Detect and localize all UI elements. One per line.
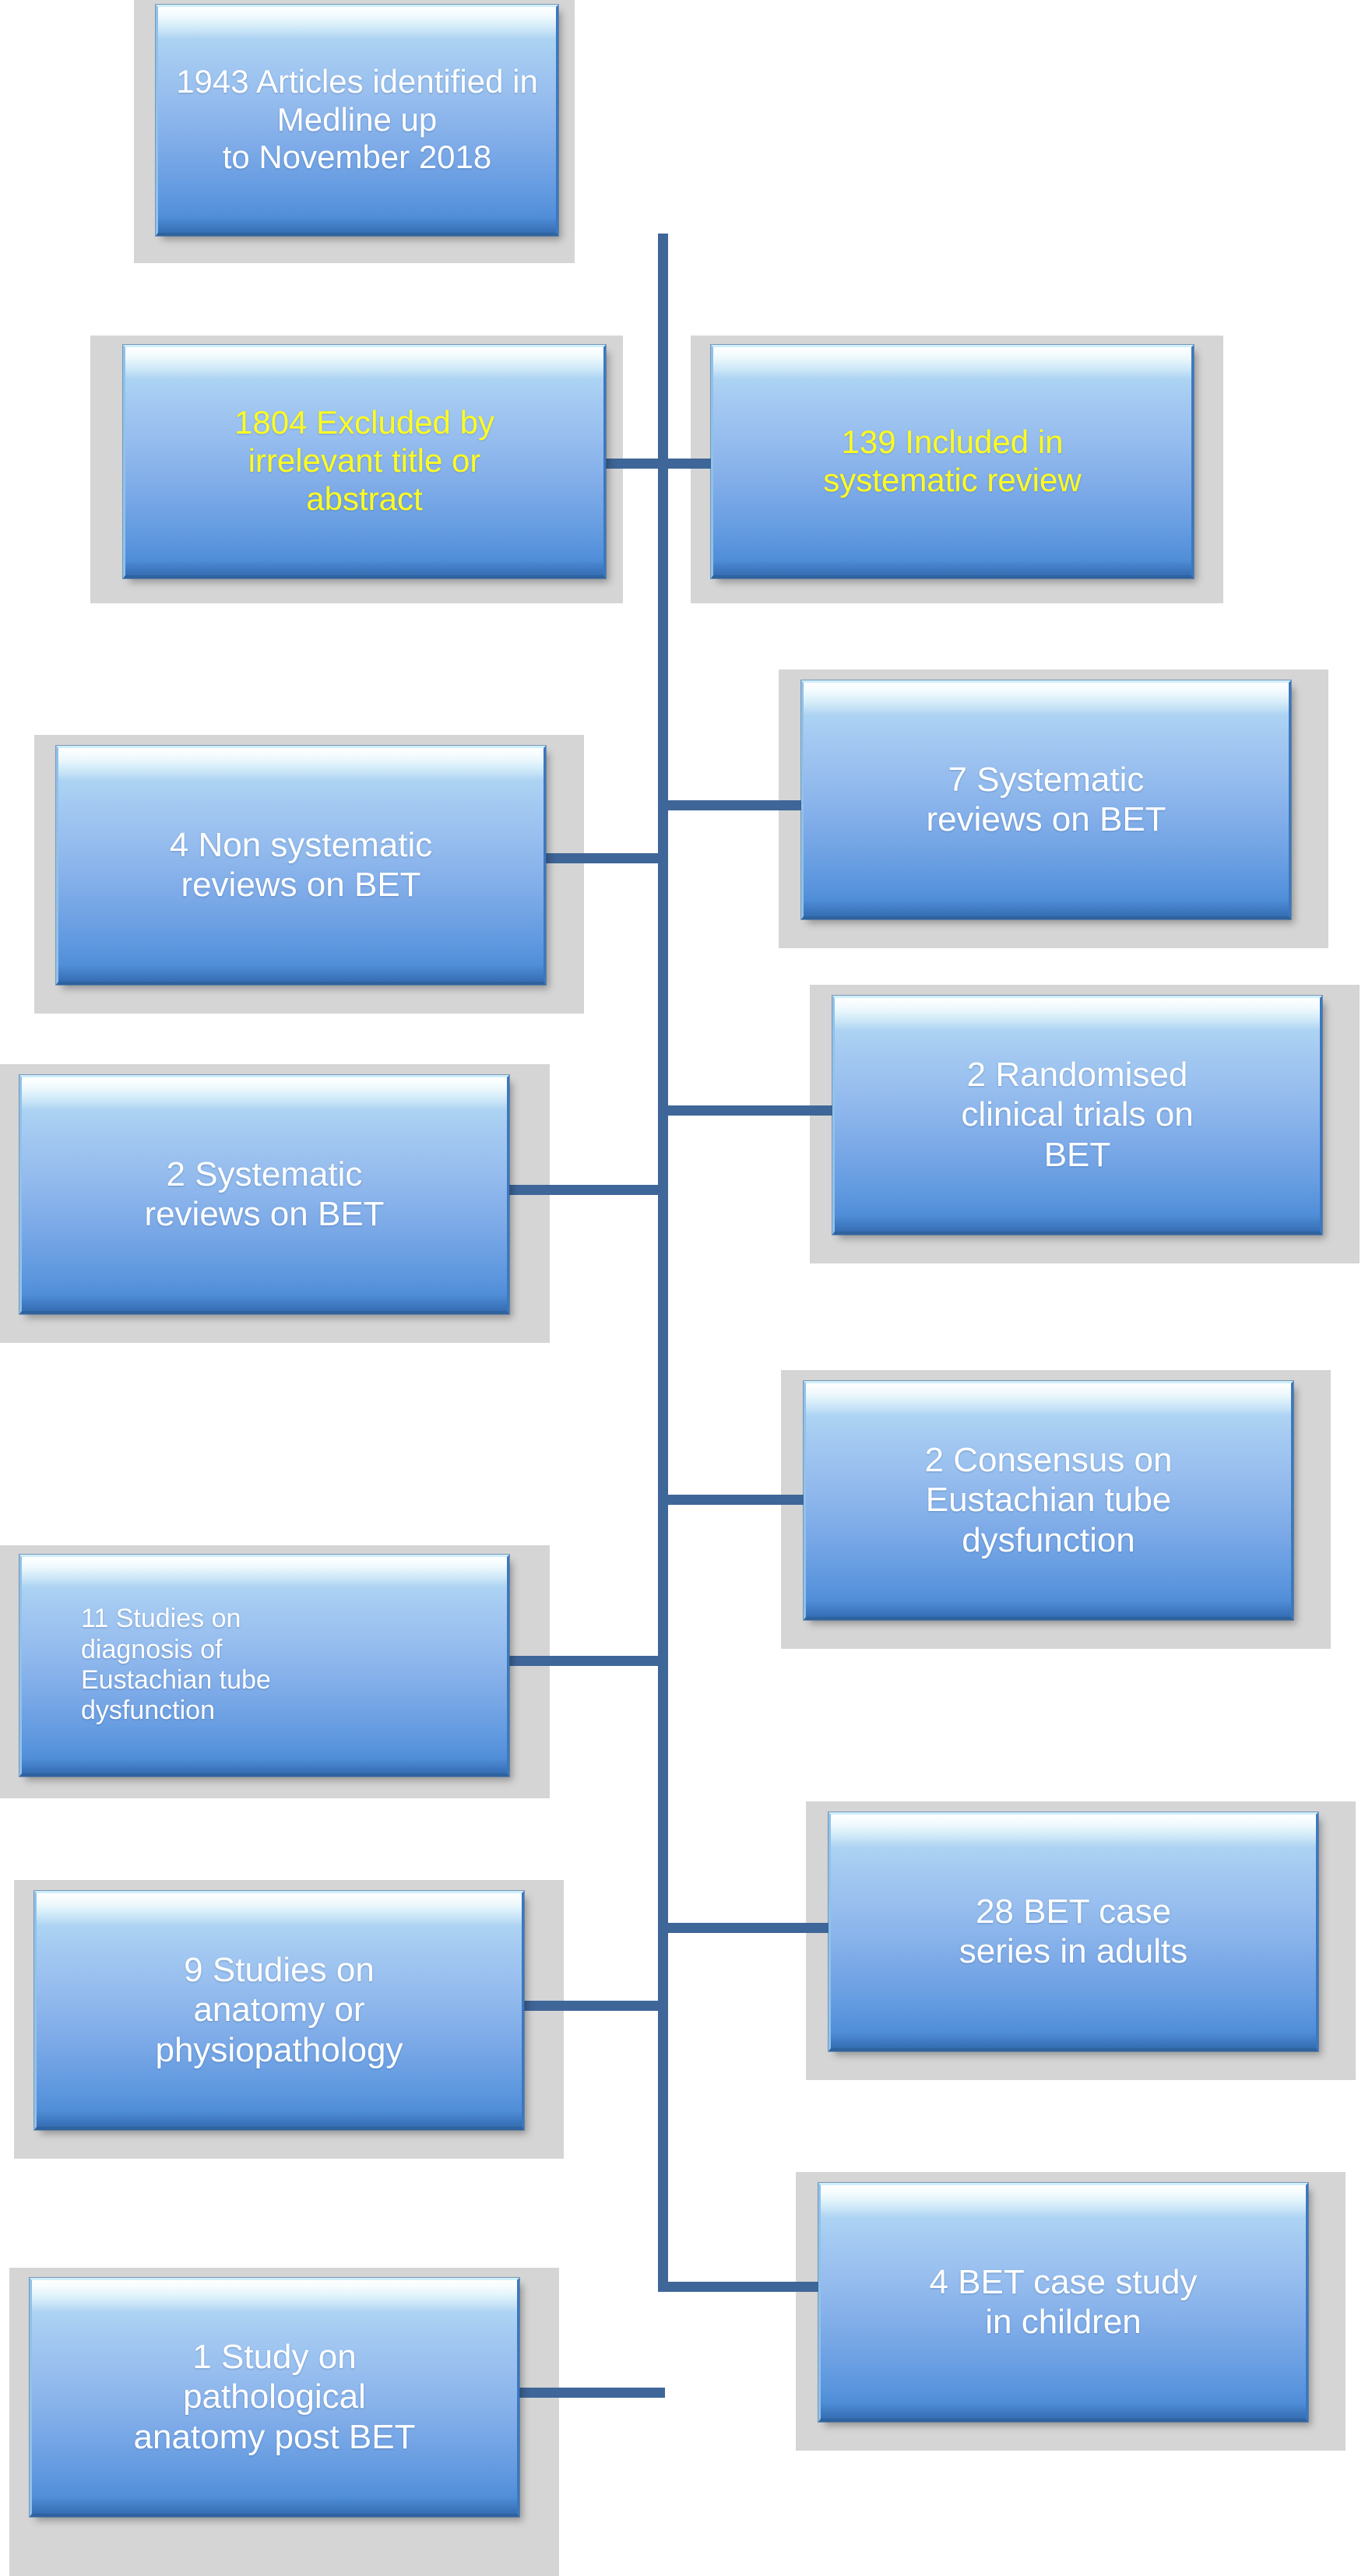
node-randomised-trials-label: 2 Randomised clinical trials on BET bbox=[961, 1056, 1194, 1174]
connector-studies-anatomy bbox=[519, 2001, 665, 2011]
node-case-series-adults[interactable]: 28 BET case series in adults bbox=[828, 1812, 1318, 2051]
node-studies-diagnosis[interactable]: 11 Studies on diagnosis of Eustachian tu… bbox=[19, 1555, 509, 1776]
node-case-study-children-label: 4 BET case study in children bbox=[929, 2262, 1198, 2341]
connector-trunk-upper bbox=[658, 234, 668, 481]
connector-consensus bbox=[658, 1495, 814, 1505]
node-studies-diagnosis-label: 11 Studies on diagnosis of Eustachian tu… bbox=[81, 1604, 271, 1726]
node-excluded[interactable]: 1804 Excluded by irrelevant title or abs… bbox=[123, 345, 606, 578]
node-systematic-reviews-7[interactable]: 7 Systematic reviews on BET bbox=[801, 680, 1291, 919]
node-identified-label: 1943 Articles identified in Medline up t… bbox=[176, 62, 538, 176]
node-studies-anatomy[interactable]: 9 Studies on anatomy or physiopathology bbox=[34, 1891, 524, 2130]
node-excluded-label: 1804 Excluded by irrelevant title or abs… bbox=[234, 404, 494, 517]
node-randomised-trials[interactable]: 2 Randomised clinical trials on BET bbox=[832, 996, 1322, 1235]
connector-study-pathological-anatomy bbox=[514, 2388, 665, 2398]
connector-case-study-children bbox=[658, 2282, 825, 2292]
node-study-pathological-anatomy[interactable]: 1 Study on pathological anatomy post BET bbox=[30, 2278, 519, 2517]
connector-included bbox=[658, 459, 719, 469]
node-case-study-children[interactable]: 4 BET case study in children bbox=[818, 2183, 1308, 2422]
connector-randomised-trials bbox=[658, 1105, 837, 1116]
connector-systematic-reviews-7 bbox=[658, 800, 806, 810]
connector-case-series-adults bbox=[658, 1923, 833, 1933]
node-studies-anatomy-label: 9 Studies on anatomy or physiopathology bbox=[155, 1951, 403, 2069]
connector-trunk-main bbox=[658, 459, 668, 2292]
connector-excluded bbox=[600, 459, 667, 469]
node-identified[interactable]: 1943 Articles identified in Medline up t… bbox=[156, 5, 558, 236]
node-study-pathological-anatomy-label: 1 Study on pathological anatomy post BET bbox=[133, 2338, 416, 2456]
connector-studies-diagnosis bbox=[504, 1656, 665, 1666]
node-systematic-reviews-2[interactable]: 2 Systematic reviews on BET bbox=[19, 1075, 509, 1314]
node-included[interactable]: 139 Included in systematic review bbox=[711, 345, 1194, 578]
connector-non-systematic-reviews bbox=[540, 853, 665, 863]
node-included-label: 139 Included in systematic review bbox=[823, 423, 1082, 498]
node-consensus-label: 2 Consensus on Eustachian tube dysfuncti… bbox=[924, 1441, 1173, 1559]
node-case-series-adults-label: 28 BET case series in adults bbox=[959, 1892, 1188, 1970]
node-non-systematic-reviews[interactable]: 4 Non systematic reviews on BET bbox=[56, 746, 546, 985]
node-non-systematic-reviews-label: 4 Non systematic reviews on BET bbox=[169, 825, 433, 904]
node-systematic-reviews-7-label: 7 Systematic reviews on BET bbox=[926, 760, 1166, 838]
connector-systematic-reviews-2 bbox=[504, 1185, 665, 1195]
node-consensus[interactable]: 2 Consensus on Eustachian tube dysfuncti… bbox=[804, 1381, 1293, 1620]
node-systematic-reviews-2-label: 2 Systematic reviews on BET bbox=[144, 1154, 385, 1233]
